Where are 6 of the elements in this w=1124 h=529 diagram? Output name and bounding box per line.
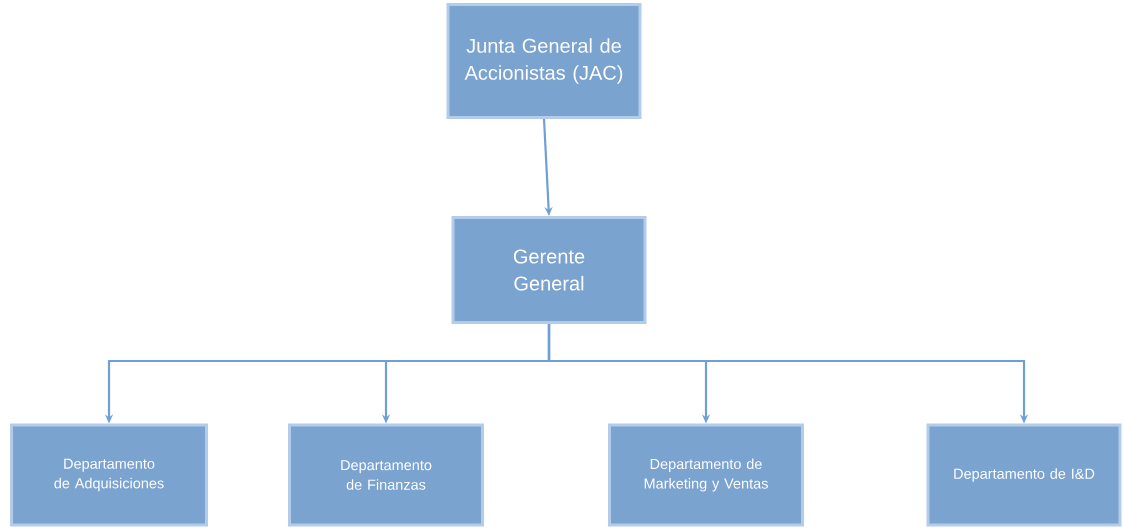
org-box: Gerente General: [451, 216, 647, 324]
org-box: Departamento de Adquisiciones: [10, 423, 208, 527]
org-box: Departamento de Finanzas: [288, 423, 484, 527]
org-box: Departamento de I&D: [926, 423, 1122, 527]
org-box: Departamento de Marketing y Ventas: [608, 423, 804, 527]
org-box: Junta General de Accionistas (JAC): [446, 3, 642, 119]
